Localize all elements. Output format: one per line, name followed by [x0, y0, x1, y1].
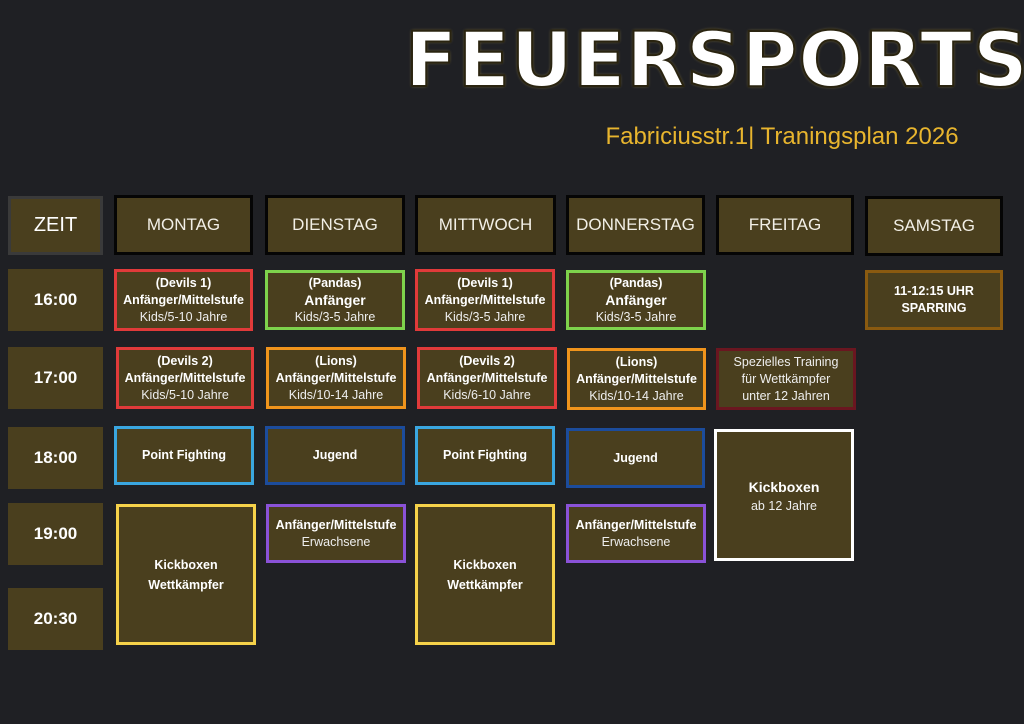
group: (Devils 1) — [457, 275, 513, 290]
time-1900: 19:00 — [8, 503, 103, 565]
group: (Devils 2) — [157, 353, 213, 368]
group: (Devils 1) — [155, 275, 212, 290]
level: Anfänger/Mittelstufe — [426, 370, 548, 385]
title: SPARRING — [901, 301, 967, 315]
sub: Wettkämpfer — [447, 577, 523, 592]
title: Kickboxen — [748, 478, 820, 495]
time-1800: 18:00 — [8, 427, 103, 489]
session-mi-18: Point Fighting — [415, 426, 555, 485]
header-zeit: ZEIT — [8, 196, 103, 255]
header-donnerstag: DONNERSTAG — [566, 195, 705, 255]
level: Anfänger — [304, 291, 366, 308]
age: Kids/5-10 Jahre — [141, 387, 229, 402]
line: unter 12 Jahren — [742, 388, 830, 403]
time: 11-12:15 UHR — [894, 284, 974, 298]
time-1600: 16:00 — [8, 269, 103, 331]
level: Anfänger/Mittelstufe — [575, 517, 697, 532]
age: Erwachsene — [601, 534, 671, 549]
session-fr-17: Spezielles Training für Wettkämpfer unter … — [716, 348, 856, 410]
header-dienstag: DIENSTAG — [265, 195, 405, 255]
sub: Wettkämpfer — [148, 577, 224, 592]
title: Kickboxen — [453, 557, 517, 572]
session-di-18: Jugend — [265, 426, 405, 485]
title: Point Fighting — [442, 448, 527, 462]
age: Kids/3-5 Jahre — [595, 309, 677, 324]
session-fr-18: Kickboxen ab 12 Jahre — [714, 429, 854, 561]
group: (Lions) — [615, 354, 658, 369]
level: Anfänger — [605, 291, 667, 308]
group: (Pandas) — [308, 275, 362, 290]
subtitle: Fabriciusstr.1| Traningsplan 2026 — [605, 123, 959, 150]
age: Kids/3-5 Jahre — [294, 309, 376, 324]
age: Kids/6-10 Jahre — [443, 387, 531, 402]
time-1700: 17:00 — [8, 347, 103, 409]
age: ab 12 Jahre — [750, 498, 818, 513]
age: Kids/10-14 Jahre — [589, 388, 684, 403]
line: für Wettkämpfer — [741, 371, 831, 386]
session-do-18: Jugend — [566, 428, 705, 488]
level: Anfänger/Mittelstufe — [275, 517, 397, 532]
session-sa-sparring: 11-12:15 UHR SPARRING — [865, 270, 1003, 330]
level: Anfänger/Mittelstufe — [124, 370, 246, 385]
line: Spezielles Training — [733, 354, 839, 369]
title: Kickboxen — [154, 557, 218, 572]
level: Anfänger/Mittelstufe — [275, 370, 397, 385]
title: Point Fighting — [141, 448, 226, 462]
level: Anfänger/Mittelstufe — [576, 371, 697, 386]
time-2030: 20:30 — [8, 588, 103, 650]
title-logo: FEUERSPORTS — [404, 14, 1024, 105]
title: Jugend — [613, 450, 658, 465]
header-montag: MONTAG — [114, 195, 253, 255]
age: Kids/5-10 Jahre — [139, 309, 228, 324]
age: Kids/10-14 Jahre — [288, 387, 384, 402]
age: Erwachsene — [301, 534, 371, 549]
group: (Devils 2) — [459, 353, 515, 368]
group: (Lions) — [315, 353, 357, 368]
level: Anfänger/Mittelstufe — [123, 292, 244, 307]
level: Anfänger/Mittelstufe — [424, 292, 546, 307]
header-freitag: FREITAG — [716, 195, 854, 255]
header-samstag: SAMSTAG — [865, 196, 1003, 256]
group: (Pandas) — [609, 275, 663, 290]
age: Kids/3-5 Jahre — [444, 309, 526, 324]
session-mo-18: Point Fighting — [114, 426, 254, 485]
title: Jugend — [312, 448, 358, 462]
header-mittwoch: MITTWOCH — [415, 195, 556, 255]
